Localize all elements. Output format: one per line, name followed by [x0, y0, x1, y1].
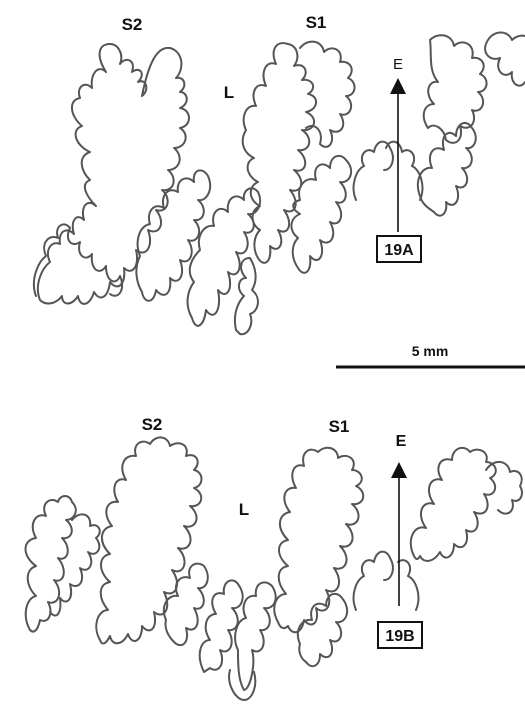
lobe-l-suture-b	[200, 580, 276, 690]
saddle-s2-suture-a	[38, 44, 189, 304]
figure-label-19a: 19A	[377, 236, 421, 262]
figure-label-19b-text: 19B	[385, 628, 414, 645]
saddle-s1-suture-b	[274, 448, 363, 633]
saddle-s1-lower-a	[291, 156, 351, 273]
saddle-s2-suture-b	[96, 437, 201, 643]
scale-bar-label: 5 mm	[412, 343, 449, 359]
saddle-s1-label-a: S1	[306, 13, 327, 32]
saddle-s2-lower-lobes-b	[164, 564, 208, 646]
external-lobe-suture-a	[354, 142, 423, 200]
saddle-s2-label-b: S2	[142, 415, 163, 434]
lobe-l-label-b: L	[239, 500, 249, 519]
saddle-s1-suture-a	[243, 43, 316, 263]
panel-19a: E S2 S1 L 19A	[34, 13, 525, 334]
saddle-s1-lower-b	[298, 594, 347, 666]
figure-label-19a-text: 19A	[384, 242, 414, 259]
left-saddle-suture-b	[26, 496, 100, 632]
right-saddle-suture-b	[411, 448, 522, 561]
figure-label-19b: 19B	[378, 622, 422, 648]
scale-bar: 5 mm	[336, 343, 525, 367]
right-edge-suture-a	[485, 33, 525, 86]
saddle-s1-label-b: S1	[329, 417, 350, 436]
arrow-e-label-b: E	[396, 433, 407, 450]
right-saddle-suture-a	[418, 35, 487, 215]
lobe-l-label-a: L	[224, 83, 234, 102]
saddle-s2-label-a: S2	[122, 15, 143, 34]
arrow-e-label-a: E	[393, 56, 403, 73]
panel-19b: E S2 S1 L 19B	[26, 415, 523, 700]
external-lobe-suture-b	[354, 552, 419, 610]
